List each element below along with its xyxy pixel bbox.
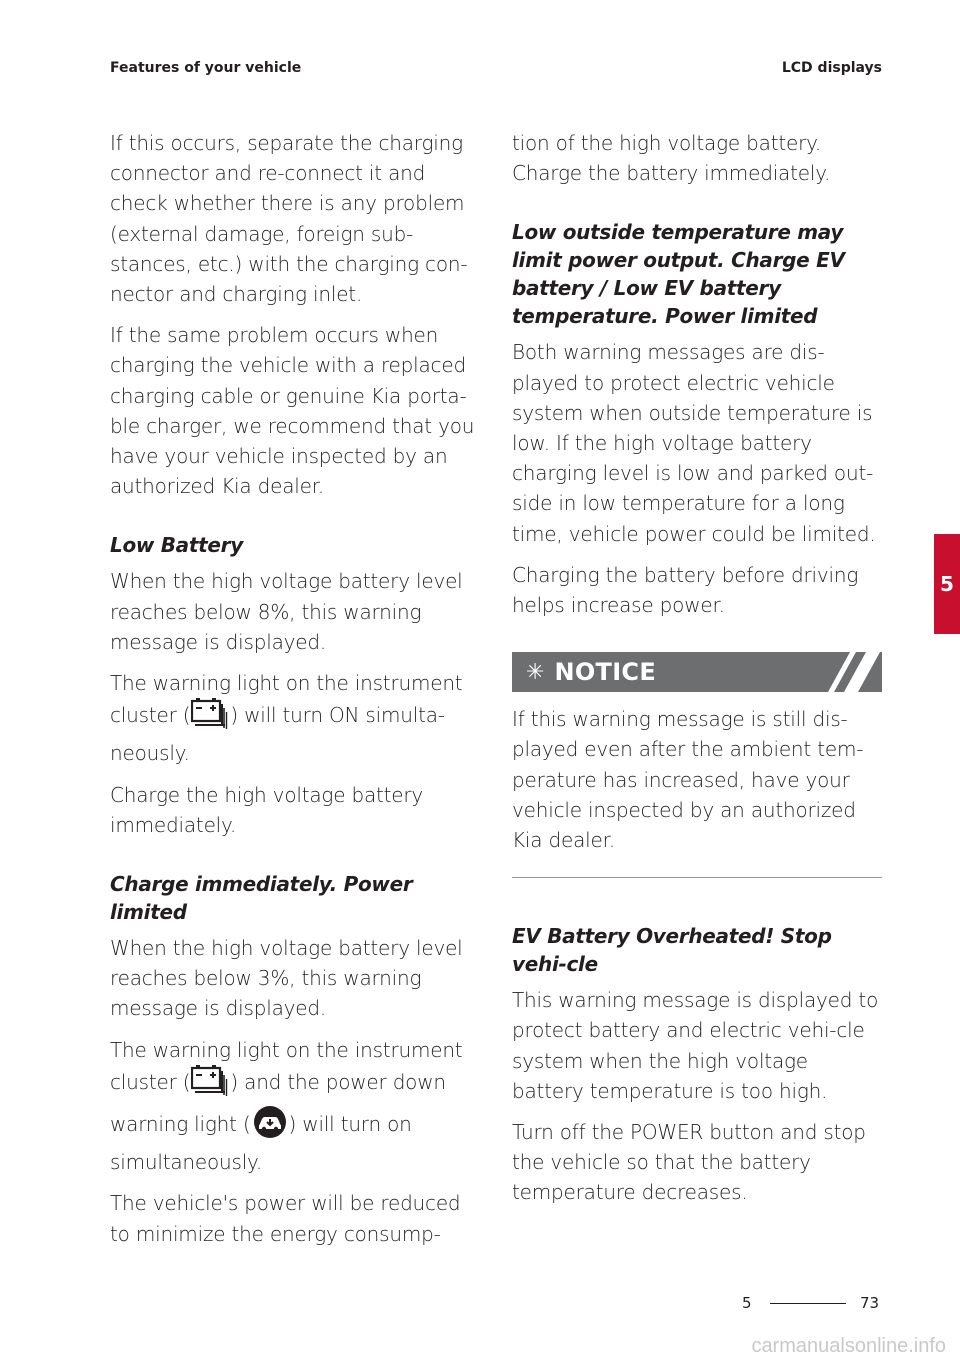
notice-banner: ✳ NOTICE xyxy=(512,652,882,693)
paragraph: The vehicle's power will be reduced to m… xyxy=(110,1191,461,1246)
paragraph: Turn off the POWER button and stop the v… xyxy=(512,1120,866,1205)
paragraph: Charge the high voltage battery immediat… xyxy=(110,782,424,837)
text-fragment: The warning light on the instrument clus… xyxy=(110,1037,463,1094)
left-column: If this occurs, separate the charging co… xyxy=(110,128,476,1260)
notice-star-icon: ✳ xyxy=(526,659,545,685)
watermark: carmanualsonline.info xyxy=(751,1335,946,1357)
heading-charge-immediately: Charge immediately. Power limited xyxy=(110,872,413,925)
paragraph: tion of the high voltage battery. Charge… xyxy=(512,131,831,186)
notice-label: NOTICE xyxy=(554,658,657,687)
heading-low-battery: Low Battery xyxy=(110,533,243,558)
battery-warning-icon xyxy=(191,698,229,738)
paragraph: If this occurs, separate the charging co… xyxy=(110,131,468,307)
paragraph: If the same problem occurs when charging… xyxy=(110,323,475,499)
paragraph-with-icons: The warning light on the instrument clus… xyxy=(110,1035,476,1178)
footer-page-number: 73 xyxy=(860,1294,880,1312)
notice-slashes-icon xyxy=(828,652,880,693)
paragraph: When the high voltage battery level reac… xyxy=(110,936,463,1021)
paragraph-with-icon: The warning light on the instrument clus… xyxy=(110,668,476,769)
notice-text: If this warning message is still dis-pla… xyxy=(512,707,864,853)
paragraph: Both warning messages are dis-played to … xyxy=(512,340,876,546)
paragraph: Charging the battery before driving help… xyxy=(512,562,859,618)
paragraph: When the high voltage battery level reac… xyxy=(110,569,463,654)
text-fragment: ) will turn ON simulta-neously. xyxy=(110,703,445,766)
power-down-warning-icon xyxy=(252,1105,288,1147)
header-page-topic: LCD displays xyxy=(781,60,882,76)
heading-battery-overheated: EV Battery Overheated! Stop vehi-cle xyxy=(512,924,832,977)
divider xyxy=(512,877,882,879)
chapter-tab: 5 xyxy=(934,534,960,634)
paragraph: This warning message is displayed to pro… xyxy=(512,988,879,1103)
header-section-title: Features of your vehicle xyxy=(110,60,302,76)
right-column: tion of the high voltage battery. Charge… xyxy=(512,128,882,1219)
text-fragment: ) and the power down warning light ( xyxy=(110,1069,446,1137)
heading-low-temperature: Low outside temperature may limit power … xyxy=(512,220,845,329)
text-fragment: The warning light on the instrument clus… xyxy=(110,671,463,728)
battery-warning-icon xyxy=(191,1064,229,1105)
footer-divider xyxy=(770,1303,846,1304)
text-fragment: ) will turn on simultaneously. xyxy=(110,1112,412,1175)
footer-chapter-number: 5 xyxy=(742,1294,752,1312)
